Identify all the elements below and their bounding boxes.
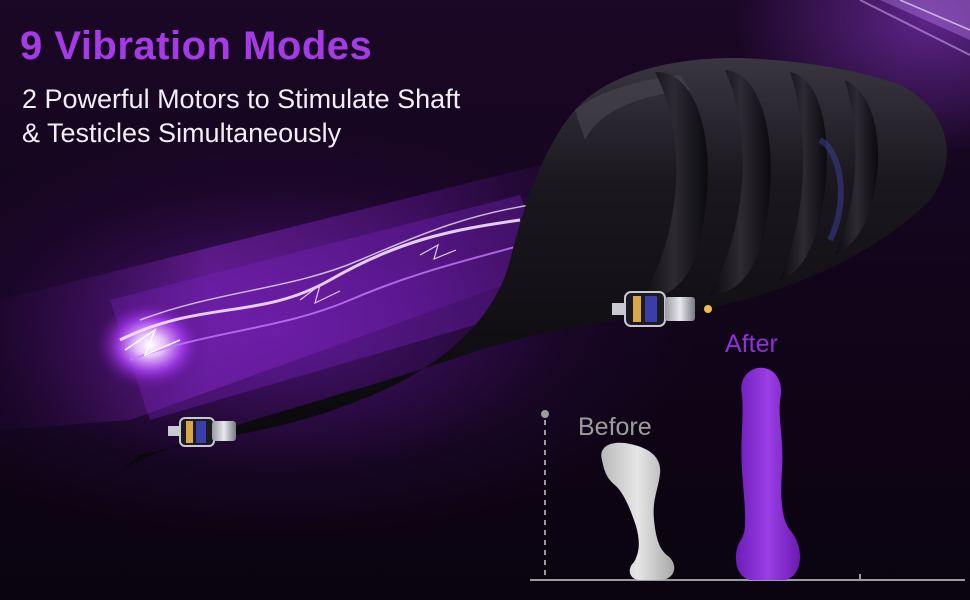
upper-motor-icon: [612, 291, 712, 327]
after-silhouette: [735, 367, 801, 580]
lower-motor-icon: [168, 417, 236, 447]
device-ridges: [640, 70, 878, 300]
light-streaks: [859, 0, 970, 56]
subheading-line-1: 2 Powerful Motors to Stimulate Shaft: [22, 84, 461, 114]
after-label: After: [725, 330, 778, 358]
device-body: [120, 57, 947, 470]
before-silhouette: [601, 442, 675, 580]
subheading-line-2: & Testicles Simultaneously: [22, 118, 342, 148]
energy-tube: [0, 150, 600, 430]
headline: 9 Vibration Modes: [20, 24, 373, 68]
comparison-axes: [530, 410, 965, 581]
before-label: Before: [578, 413, 652, 441]
